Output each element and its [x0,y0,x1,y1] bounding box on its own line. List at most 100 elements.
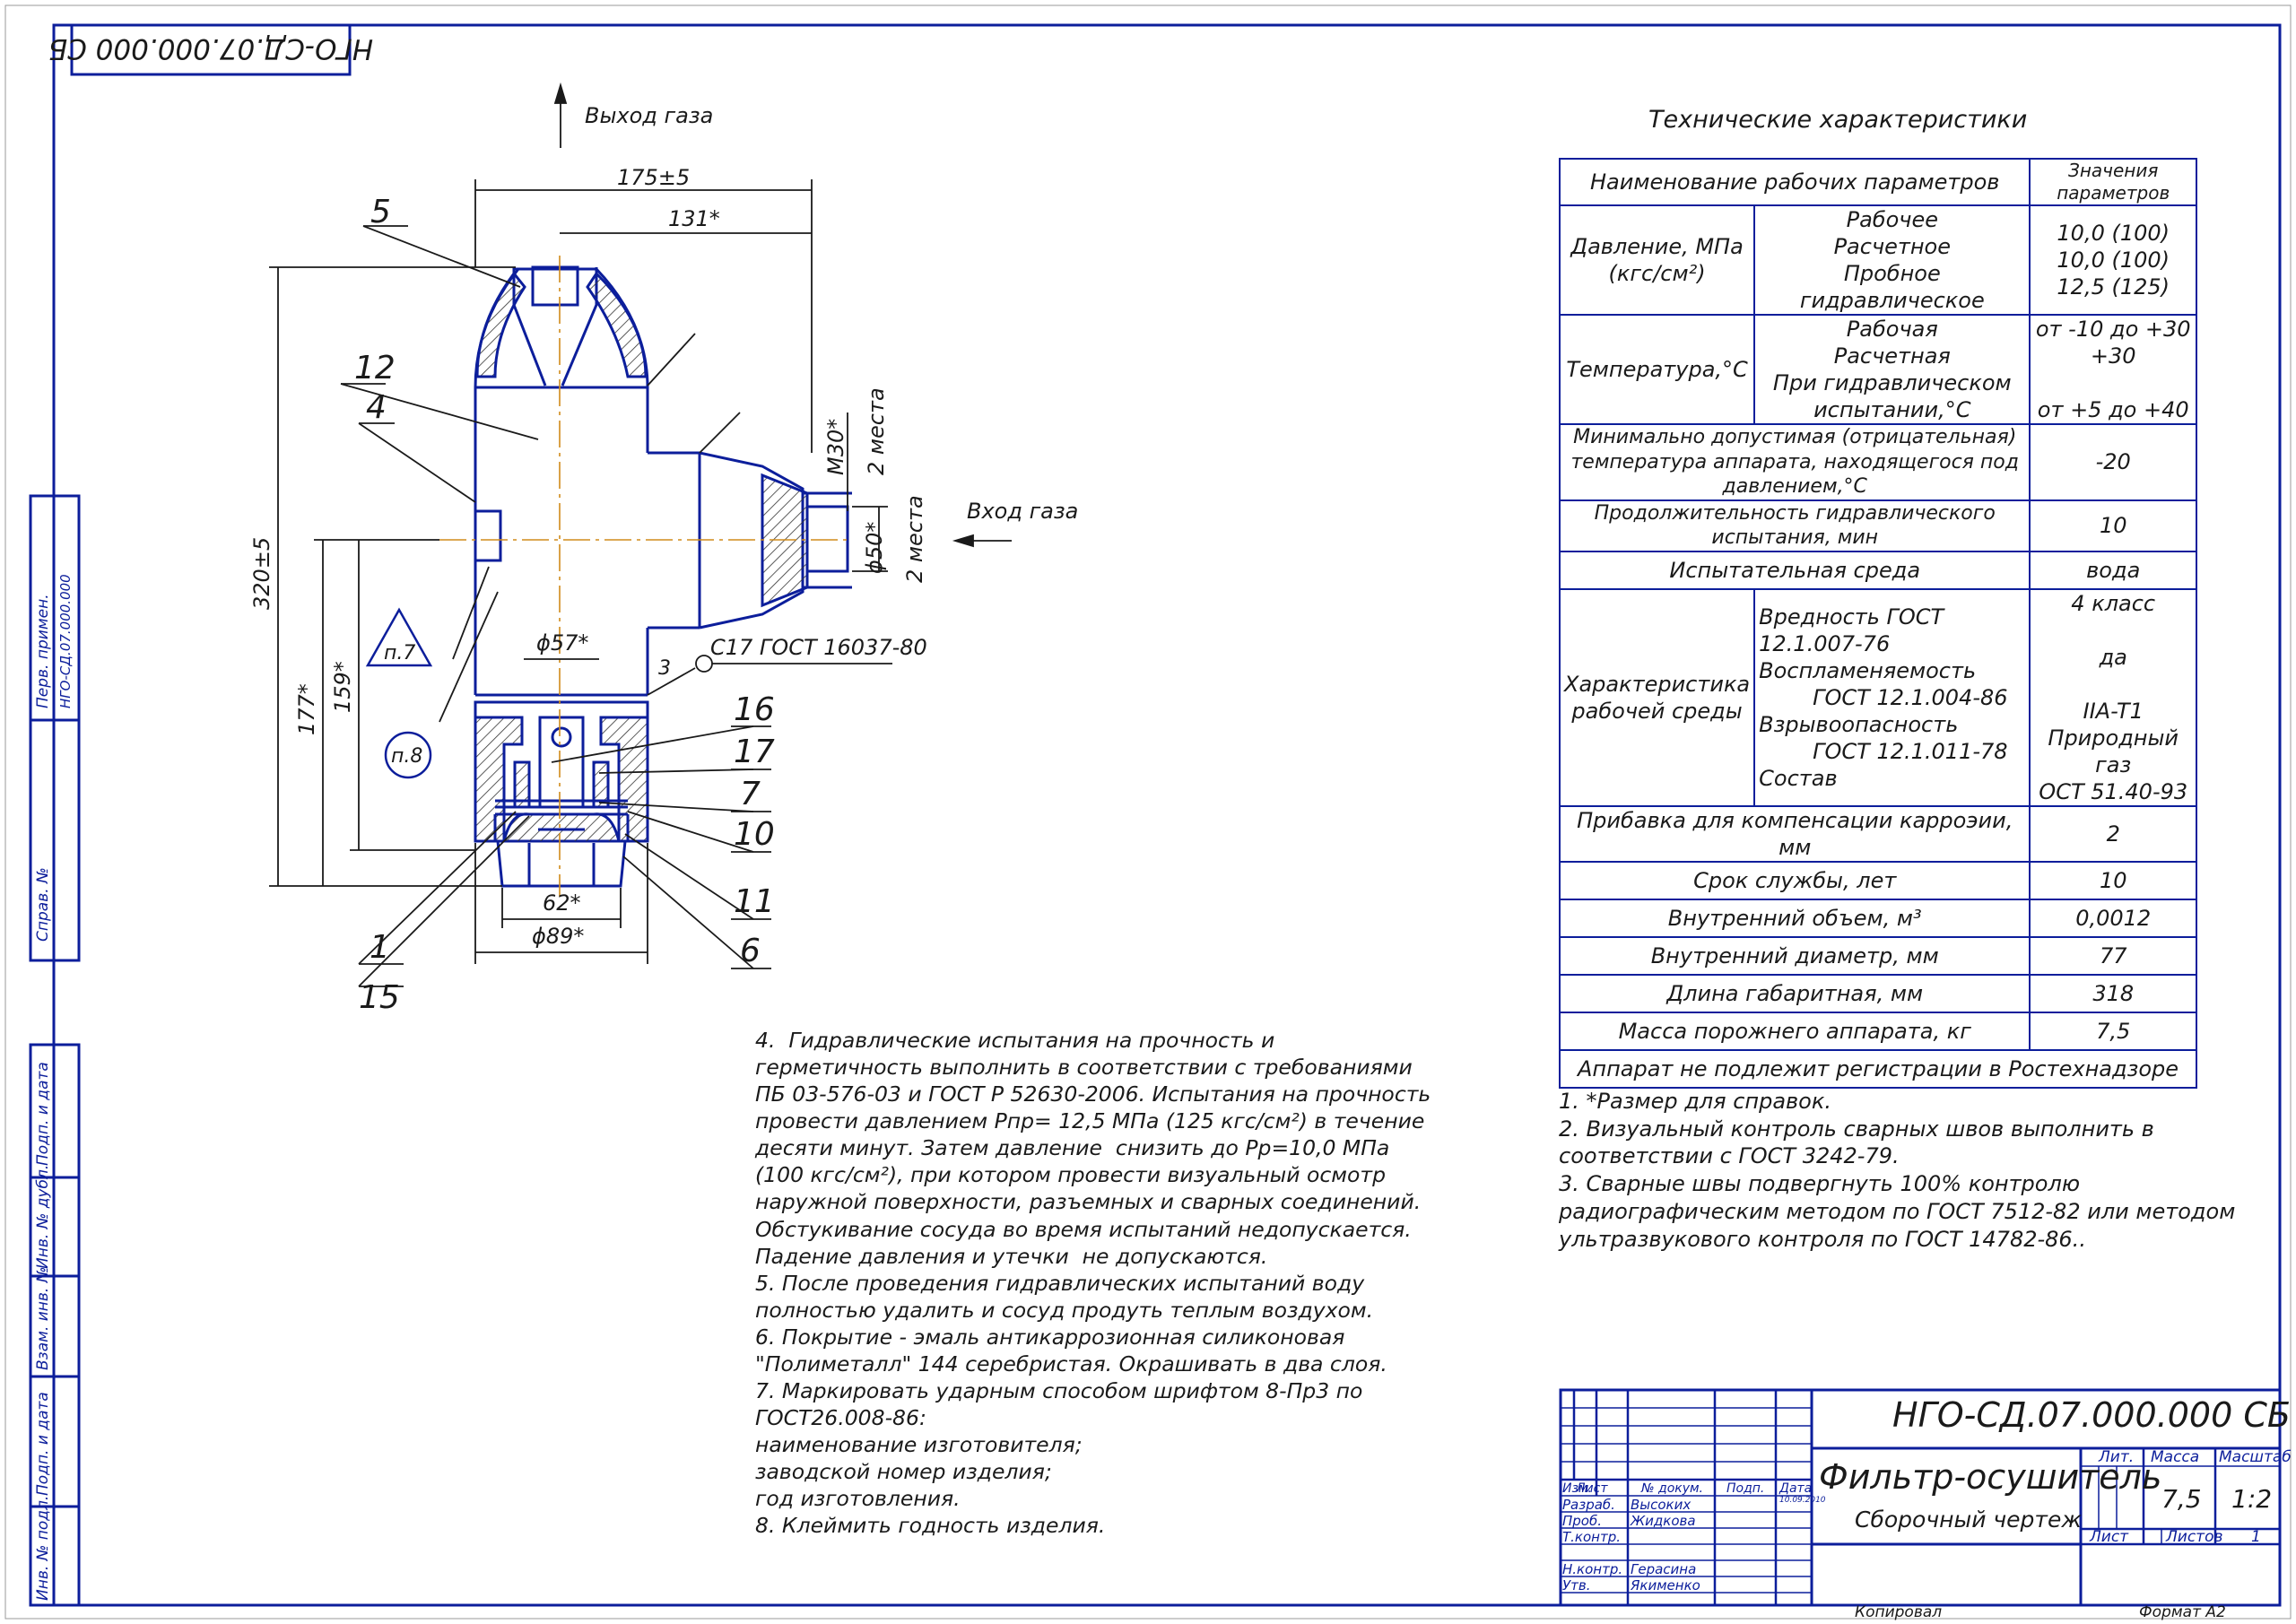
lit-header: Лит. [2099,1448,2135,1466]
dim-d89: ϕ89* [532,924,584,949]
min-temp-label: Минимально допустимая (отрицательная) те… [1558,423,2031,501]
col-sign: Подп. [1726,1481,1765,1496]
side-sign-date-1: Подп. и дата [34,1062,52,1166]
callout-10: 10 [734,816,775,853]
title-code: НГО-СД.07.000.000 СБ [1892,1395,2291,1435]
dim-131: 131* [668,206,720,231]
pressure-working-val: 10,0 (100) [2057,221,2170,246]
format-label: Формат А2 [2139,1603,2226,1621]
spec-table: Наименование рабочих параметров Значения… [1558,158,2197,1089]
side-dup-inv: Инв. № дубл. [34,1164,52,1269]
char-comp-std: ОСТ 51.40-93 [2039,778,2188,804]
gas-out-label: Выход газа [585,103,713,128]
col-list: Лист [1576,1481,1608,1496]
col-date: Дата [1779,1481,1813,1496]
spec-title: Технические характеристики [1648,106,2028,134]
role-developer: Разраб. [1562,1497,1615,1513]
temp-test-val: от +5 до +40 [2037,397,2189,422]
dim-62: 62* [543,890,581,916]
pressure-test-val: 12,5 (125) [2057,274,2170,300]
char-flam-val: да [2099,644,2127,670]
char-harm-val: 4 класс [2071,590,2156,616]
volume-label: Внутренний объем, м³ [1558,898,2031,938]
char-comp-val: Природный газ [2048,725,2179,777]
dimension-lines [269,82,1012,987]
side-repl-inv: Взам. инв. № [34,1266,52,1370]
mass-label: Масса порожнего аппарата, кг [1558,1011,2031,1051]
pressure-test: Пробное гидравлическое [1799,261,1985,313]
person-approver: Якименко [1631,1577,1700,1594]
side-first-use: Перв. примен. [34,594,52,708]
role-tcontrol: Т.контр. [1562,1529,1622,1545]
corrosion-val: 2 [2029,804,2197,863]
copied-label: Копировал [1855,1603,1943,1621]
char-expl-val: IIA-T1 [2083,698,2144,724]
col-izm: Изм. [1562,1481,1592,1496]
callout-12: 12 [354,350,396,386]
char-expl: Взрывоопасность [1759,711,1959,737]
col-doc: № докум. [1641,1481,1704,1496]
center-lines [439,256,852,897]
char-flam: Воспламеняемость [1759,657,1977,683]
dim-places2: 2 места [902,495,927,583]
callout-5: 5 [370,194,391,230]
weld-spec: C17 ГОСТ 16037-80 [710,635,927,660]
dim-places1: 2 места [864,387,889,475]
notes-left: 4. Гидравлические испытания на прочность… [755,1028,1431,1539]
length-val: 318 [2029,973,2197,1013]
volume-val: 0,0012 [2029,898,2197,938]
mass-header: Масса [2151,1448,2200,1466]
callout-7: 7 [740,776,761,812]
char-label: Характеристика рабочей среды [1558,587,1756,807]
side-sign-date-2: Подп. и дата [34,1392,52,1496]
temp-working: Рабочая [1846,317,1938,342]
title-block [1559,1388,2282,1607]
callout-6: 6 [740,933,761,969]
medium-label: Испытательная среда [1558,550,2031,590]
drawing-labels: Выход газа Вход газа 175±5 131* ϕ57* 62*… [354,103,1078,1016]
diameter-val: 77 [2029,935,2197,976]
filter-drawing [474,265,852,888]
note-p7: п.7 [384,642,415,664]
mass-val: 7,5 [2029,1011,2197,1051]
duration-label: Продолжительность гидравлического испыта… [1558,499,2031,552]
temp-design-val: +30 [2090,343,2136,369]
callout-15: 15 [359,979,400,1016]
top-code-box [70,23,352,76]
dim-175: 175±5 [617,165,690,190]
role-checker: Проб. [1562,1513,1602,1529]
gas-in-label: Вход газа [967,499,1078,524]
diameter-label: Внутренний диаметр, мм [1558,935,2031,976]
mass-value: 7,5 [2161,1484,2202,1514]
temp-design: Расчетная [1833,343,1951,369]
dim-159: 159* [330,661,355,713]
sheets-value: 1 [2251,1528,2261,1546]
dim-m30: M30* [823,419,848,475]
role-approver: Утв. [1562,1577,1591,1594]
side-orig-inv: Инв. № подл. [34,1495,52,1601]
title-name: Фильтр-осушитель [1819,1457,2162,1497]
char-flam-gost: ГОСТ 12.1.004-86 [1813,684,2008,710]
spec-footer: Аппарат не подлежит регистрации в Ростех… [1559,1048,2197,1089]
pressure-label: Давление, МПа (кгс/см²) [1558,204,1756,316]
callout-17: 17 [734,734,775,770]
temp-test: При гидравлическом испытании,°С [1772,370,2012,422]
role-ncontrol: Н.контр. [1562,1561,1623,1577]
side-strips [29,494,81,1607]
side-ref-no: Справ. № [34,867,52,942]
spec-header-param: Наименование рабочих параметров [1558,158,2031,206]
person-checker: Жидкова [1631,1513,1696,1529]
min-temp-val: -20 [2029,423,2197,501]
char-expl-gost: ГОСТ 12.1.011-78 [1813,738,2008,764]
side-first-use-code: НГО-СД.07.000.000 [57,574,74,708]
temp-label: Температура,°С [1558,314,1756,425]
callout-4: 4 [366,389,387,426]
date-value: 10.09.2010 [1779,1496,1826,1505]
person-ncontrol: Герасина [1631,1561,1697,1577]
corrosion-label: Прибавка для компенсации карроэии, мм [1558,804,2031,863]
dim-d57: ϕ57* [536,630,588,656]
service-label: Срок службы, лет [1558,860,2031,900]
pressure-working: Рабочее [1846,207,1938,232]
temp-working-val: от -10 до +30 [2035,317,2191,342]
